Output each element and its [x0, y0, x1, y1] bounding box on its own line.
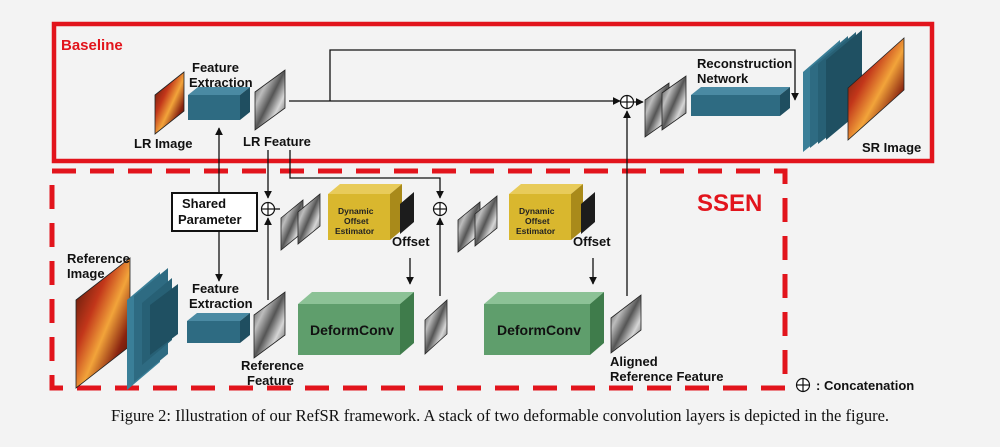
- figure-caption: Figure 2: Illustration of our RefSR fram…: [110, 406, 890, 425]
- dyn2-label-3: Estimator: [516, 226, 556, 236]
- offset-label-1: Offset: [392, 234, 430, 249]
- sr-image-label: SR Image: [862, 140, 921, 155]
- aligned-reference-map: [610, 294, 642, 354]
- reference-image-label-1: Reference: [67, 251, 130, 266]
- reconstruction-label-1: Reconstruction: [697, 56, 792, 71]
- offset-map-2: [581, 192, 595, 234]
- reference-feature-label-2: Feature: [247, 373, 294, 388]
- deformconv-block-2: [484, 292, 604, 355]
- reference-image-label-2: Image: [67, 266, 105, 281]
- ref-feature-extraction-label-1: Feature: [192, 281, 239, 296]
- skip-connection-line: [329, 49, 799, 101]
- feature-extraction-label-1: Feature: [192, 60, 239, 75]
- concat-feature-map-2: [661, 75, 687, 131]
- deform1-output-map: [424, 299, 448, 355]
- lr-feature-label: LR Feature: [243, 134, 311, 149]
- ssen-title: SSEN: [697, 190, 762, 217]
- deformconv-block-1: [298, 292, 414, 355]
- concat-icon-2: [432, 201, 448, 217]
- feature-extraction-block: [188, 87, 250, 120]
- dyn1-label-1: Dynamic: [338, 206, 374, 216]
- shared-parameter-box: [171, 192, 258, 232]
- deformconv-label-1: DeformConv: [310, 322, 394, 338]
- lr-to-concat2-line: [289, 150, 444, 199]
- deformconv-label-2: DeformConv: [497, 322, 581, 338]
- offset-map-1: [400, 192, 414, 234]
- reconstruction-network-block: [691, 87, 790, 116]
- baseline-box: [51, 21, 935, 164]
- reference-feature-label-1: Reference: [241, 358, 304, 373]
- reference-stack: [127, 268, 178, 390]
- shared-parameter-label-1: Shared: [182, 196, 226, 211]
- aligned-label-2: Reference Feature: [610, 369, 723, 384]
- concat-icon-top: [619, 94, 635, 110]
- aligned-label-1: Aligned: [610, 354, 658, 369]
- lr-feature-map: [254, 69, 286, 131]
- dynamic-offset-estimator-2: [509, 184, 583, 240]
- sr-image: [847, 37, 905, 141]
- lr-image: [154, 71, 185, 135]
- concat-icon-1: [260, 201, 276, 217]
- reconstruction-label-2: Network: [697, 71, 749, 86]
- ssen-box: [49, 168, 788, 391]
- dynamic-offset-estimator-1: [328, 184, 402, 240]
- offset-label-2: Offset: [573, 234, 611, 249]
- concat-legend-label: : Concatenation: [816, 378, 914, 393]
- feature-extraction-label-2: Extraction: [189, 75, 253, 90]
- dyn1-label-2: Offset: [344, 216, 369, 226]
- dyn1-label-3: Estimator: [335, 226, 375, 236]
- dyn2-label-1: Dynamic: [519, 206, 555, 216]
- ref-feature-extraction-block: [187, 313, 250, 343]
- baseline-title: Baseline: [61, 37, 123, 54]
- shared-parameter-label-2: Parameter: [178, 212, 242, 227]
- ref-feature-extraction-label-2: Extraction: [189, 296, 253, 311]
- concat-legend-icon: [795, 377, 811, 393]
- ssen1-map-b: [297, 193, 321, 245]
- reference-feature-map: [253, 291, 286, 359]
- ssen2-map-b: [474, 195, 498, 247]
- dyn2-label-2: Offset: [525, 216, 550, 226]
- lr-image-label: LR Image: [134, 136, 193, 151]
